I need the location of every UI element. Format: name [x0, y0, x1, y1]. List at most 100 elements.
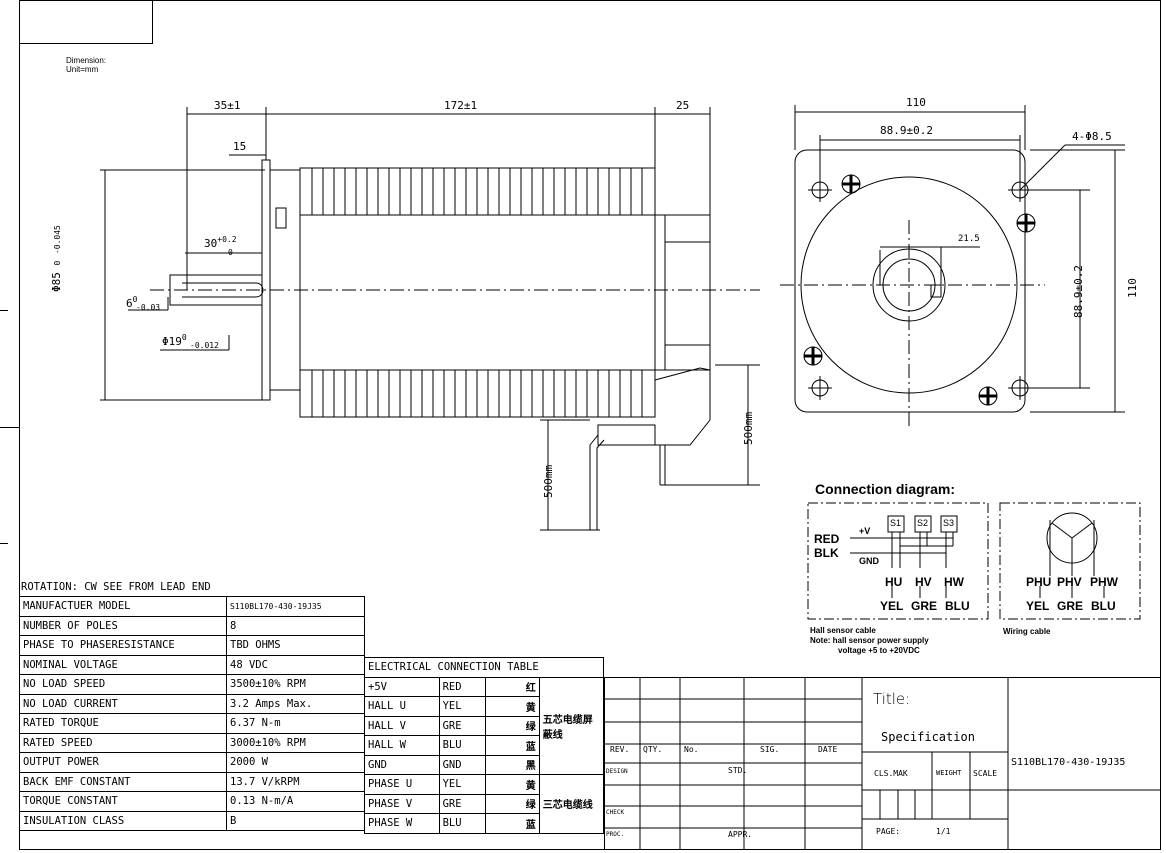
connection-diagram: [807, 502, 1141, 620]
tb-qty: QTY.: [643, 745, 663, 754]
conn-s2: S2: [917, 518, 929, 528]
dim-19-tol2: -0.012: [190, 341, 219, 350]
tb-scale: SCALE: [973, 769, 998, 778]
elec-cn: 红: [485, 676, 540, 697]
conn-plus-v: +V: [859, 526, 871, 536]
rotation-note: ROTATION: CW SEE FROM LEAD END: [21, 581, 211, 593]
tb-appr: APPR.: [728, 830, 753, 839]
elec-color: GRE: [438, 793, 487, 814]
spec-label: PHASE TO PHASERESISTANCE: [19, 635, 227, 656]
tb-date: DATE: [818, 745, 838, 754]
dim-172: 172±1: [444, 99, 478, 112]
dim-6: 60: [126, 295, 138, 310]
hall-note-2: voltage +5 to +20VDC: [838, 646, 920, 655]
elec-sig: PHASE U: [364, 774, 440, 795]
conn-red: RED: [814, 532, 840, 546]
dim-30-tol-down: 0: [228, 248, 233, 257]
spec-value: B: [226, 810, 365, 831]
dim-15: 15: [233, 140, 247, 153]
spec-label: OUTPUT POWER: [19, 752, 227, 773]
hall-note-1: Note: hall sensor power supply: [810, 636, 929, 645]
conn-blu: BLU: [945, 599, 970, 613]
dim-30-value: 30: [204, 237, 218, 250]
spec-value: 6.37 N-m: [226, 713, 365, 734]
tb-rev: REV.: [610, 745, 630, 754]
conn-gre: GRE: [911, 599, 938, 613]
conn-blu-2: BLU: [1091, 599, 1116, 613]
dim-110-top: 110: [906, 96, 926, 109]
spec-label: RATED SPEED: [19, 732, 227, 753]
tb-title-value: Specification: [881, 730, 975, 744]
holes-label: 4-Φ8.5: [1072, 130, 1112, 143]
spec-value: 8: [226, 615, 365, 636]
spec-value: S110BL170-430-19J35: [226, 596, 365, 617]
tb-page-value: 1/1: [936, 827, 951, 836]
front-view-drawing: [780, 105, 1125, 430]
title-block: [604, 677, 1161, 850]
elec-sig: GND: [364, 754, 440, 775]
tb-design: DESIGN: [606, 768, 628, 775]
spec-value: 3.2 Amps Max.: [226, 693, 365, 714]
elec-cn: 绿: [485, 793, 540, 814]
dim-6-tol: 0: [132, 295, 138, 304]
cable-length-1: 500mm: [542, 464, 555, 498]
spec-label: TORQUE CONSTANT: [19, 791, 227, 812]
conn-s3: S3: [943, 518, 955, 528]
dim-19-tol: 0: [181, 333, 187, 342]
dim-88-9-top: 88.9±0.2: [880, 124, 933, 137]
dim-88-9-side: 88.9±0.2: [1072, 265, 1085, 318]
spec-label: MANUFACTUER MODEL: [19, 596, 227, 617]
elec-color: GND: [438, 754, 487, 775]
spec-label: INSULATION CLASS: [19, 810, 227, 831]
tb-check: CHECK: [606, 809, 625, 816]
elec-sig: PHASE W: [364, 813, 440, 834]
spec-label: NOMINAL VOLTAGE: [19, 654, 227, 675]
dim-6-value: 6: [126, 297, 133, 310]
conn-yel: YEL: [880, 599, 904, 613]
tb-std: STD.: [728, 766, 748, 775]
dim-19: Φ190: [162, 333, 187, 348]
dim-85-value: Φ85: [50, 272, 63, 292]
conn-hv: HV: [915, 575, 932, 589]
unit-label: Unit=mm: [66, 65, 99, 74]
elec-color: GRE: [438, 715, 487, 736]
elec-title: ELECTRICAL CONNECTION TABLE: [364, 657, 604, 678]
elec-cn: 绿: [485, 715, 540, 736]
elec-color: BLU: [438, 813, 487, 834]
conn-phw: PHW: [1090, 575, 1118, 589]
elec-color: YEL: [438, 696, 487, 717]
wiring-cable-label: Wiring cable: [1003, 627, 1051, 636]
side-view-drawing: [100, 107, 760, 531]
conn-gre-2: GRE: [1057, 599, 1084, 613]
elec-sig: HALL V: [364, 715, 440, 736]
spec-label: BACK EMF CONSTANT: [19, 771, 227, 792]
tb-no: No.: [684, 745, 699, 754]
conn-s1: S1: [890, 518, 902, 528]
conn-phu: PHU: [1026, 575, 1052, 589]
cable-length-2: 500mm: [742, 411, 755, 445]
margin-tick-1: [0, 310, 8, 311]
spec-value: TBD OHMS: [226, 635, 365, 656]
elec-color: YEL: [438, 774, 487, 795]
drawing-border: [19, 0, 1161, 850]
elec-cn: 蓝: [485, 735, 540, 756]
elec-color: RED: [438, 676, 487, 697]
elec-color: BLU: [438, 735, 487, 756]
dim-85-tol2: -0.045: [53, 225, 62, 255]
dim-35: 35±1: [214, 99, 241, 112]
